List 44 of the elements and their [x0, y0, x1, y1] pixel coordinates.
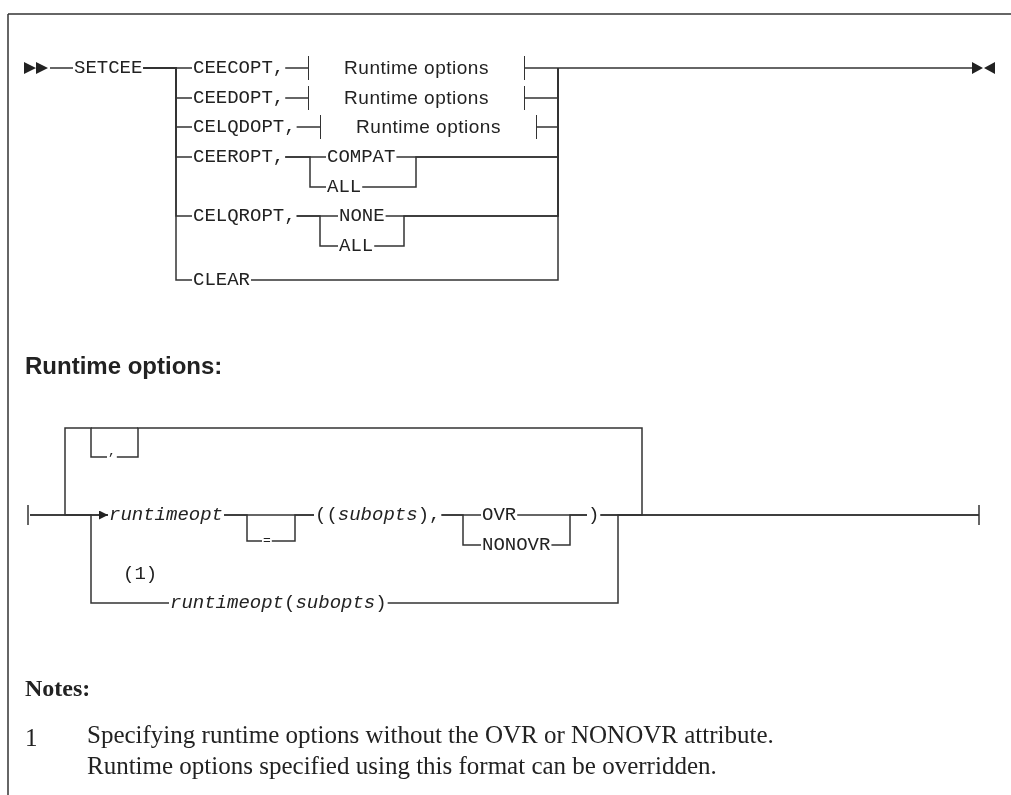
keyword: CEECOPT, [192, 57, 286, 79]
track-line [64, 427, 109, 520]
keyword: ALL [326, 176, 363, 198]
keyword: OVR [481, 504, 518, 526]
track-line [550, 514, 588, 546]
track-line [250, 67, 559, 281]
fragment-reference: Runtime options [308, 86, 525, 110]
keyword: ) [587, 504, 601, 526]
track-line [440, 514, 482, 546]
keyword: CELQROPT, [192, 205, 297, 227]
variable: runtimeopt [108, 504, 225, 526]
fragment-reference: Runtime options [308, 56, 525, 80]
track-line [295, 126, 321, 128]
track-line [295, 215, 339, 247]
keyword: CEEDOPT, [192, 87, 286, 109]
track-line [386, 514, 980, 604]
keyword: CEEROPT, [192, 146, 286, 168]
fragment-reference: Runtime options [320, 115, 537, 139]
footnote-mark: (1) [123, 563, 158, 585]
track-line [284, 67, 309, 69]
track-line [524, 67, 973, 69]
track-line [142, 67, 193, 281]
track-line [284, 156, 327, 188]
track-line [271, 514, 315, 542]
track-line [284, 97, 309, 99]
track-line [223, 514, 263, 542]
notes-heading: Notes: [25, 674, 91, 703]
separator-symbol: = [262, 534, 272, 548]
keyword: NONOVR [481, 534, 552, 556]
keyword: ((subopts), [314, 504, 442, 526]
keyword: CELQDOPT, [192, 116, 297, 138]
note-text: Specifying runtime options without the OVR or NONOVR attribute. Runtime options specified using this format can be overridden. [87, 720, 775, 781]
keyword: ALL [338, 235, 375, 257]
keyword: NONE [338, 205, 386, 227]
track-line [29, 514, 170, 604]
track-line [49, 67, 74, 69]
note-number: 1 [25, 723, 38, 753]
separator-symbol: , [107, 445, 117, 459]
section-heading: Runtime options: [25, 351, 223, 381]
keyword: runtimeopt(subopts) [169, 592, 388, 614]
track-line [116, 427, 643, 516]
keyword: COMPAT [326, 146, 397, 168]
keyword: SETCEE [73, 57, 144, 79]
keyword: CLEAR [192, 269, 251, 291]
